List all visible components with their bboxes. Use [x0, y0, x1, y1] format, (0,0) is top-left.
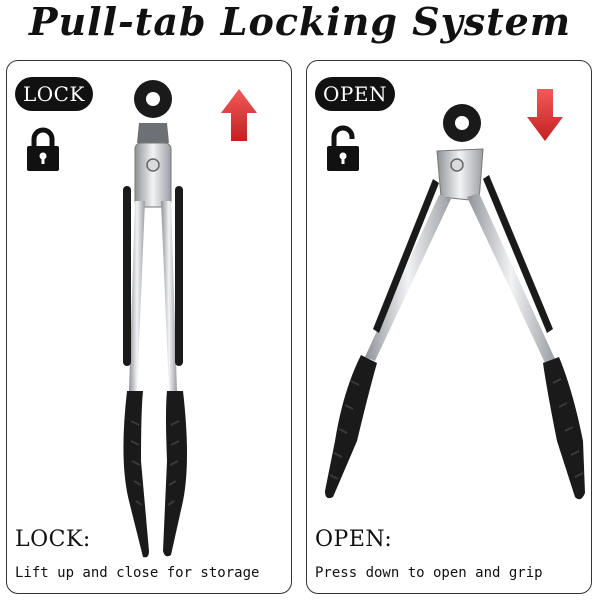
open-tongs-illustration: [325, 104, 585, 500]
lock-badge: LOCK: [15, 77, 93, 111]
open-panel: OPEN: [306, 60, 592, 594]
locked-tongs-illustration: [123, 80, 187, 558]
closed-padlock-icon: [27, 127, 59, 171]
open-label: OPEN:: [315, 527, 393, 552]
lock-description: Lift up and close for storage: [15, 565, 260, 581]
open-description: Press down to open and grip: [315, 565, 543, 581]
down-arrow-icon: [527, 89, 563, 141]
up-arrow-icon: [221, 89, 257, 141]
page-title: Pull-tab Locking System: [28, 0, 572, 44]
lock-label: LOCK:: [15, 527, 91, 552]
open-badge: OPEN: [315, 77, 395, 111]
lock-panel: LOCK: [6, 60, 292, 594]
open-padlock-icon: [327, 125, 359, 171]
